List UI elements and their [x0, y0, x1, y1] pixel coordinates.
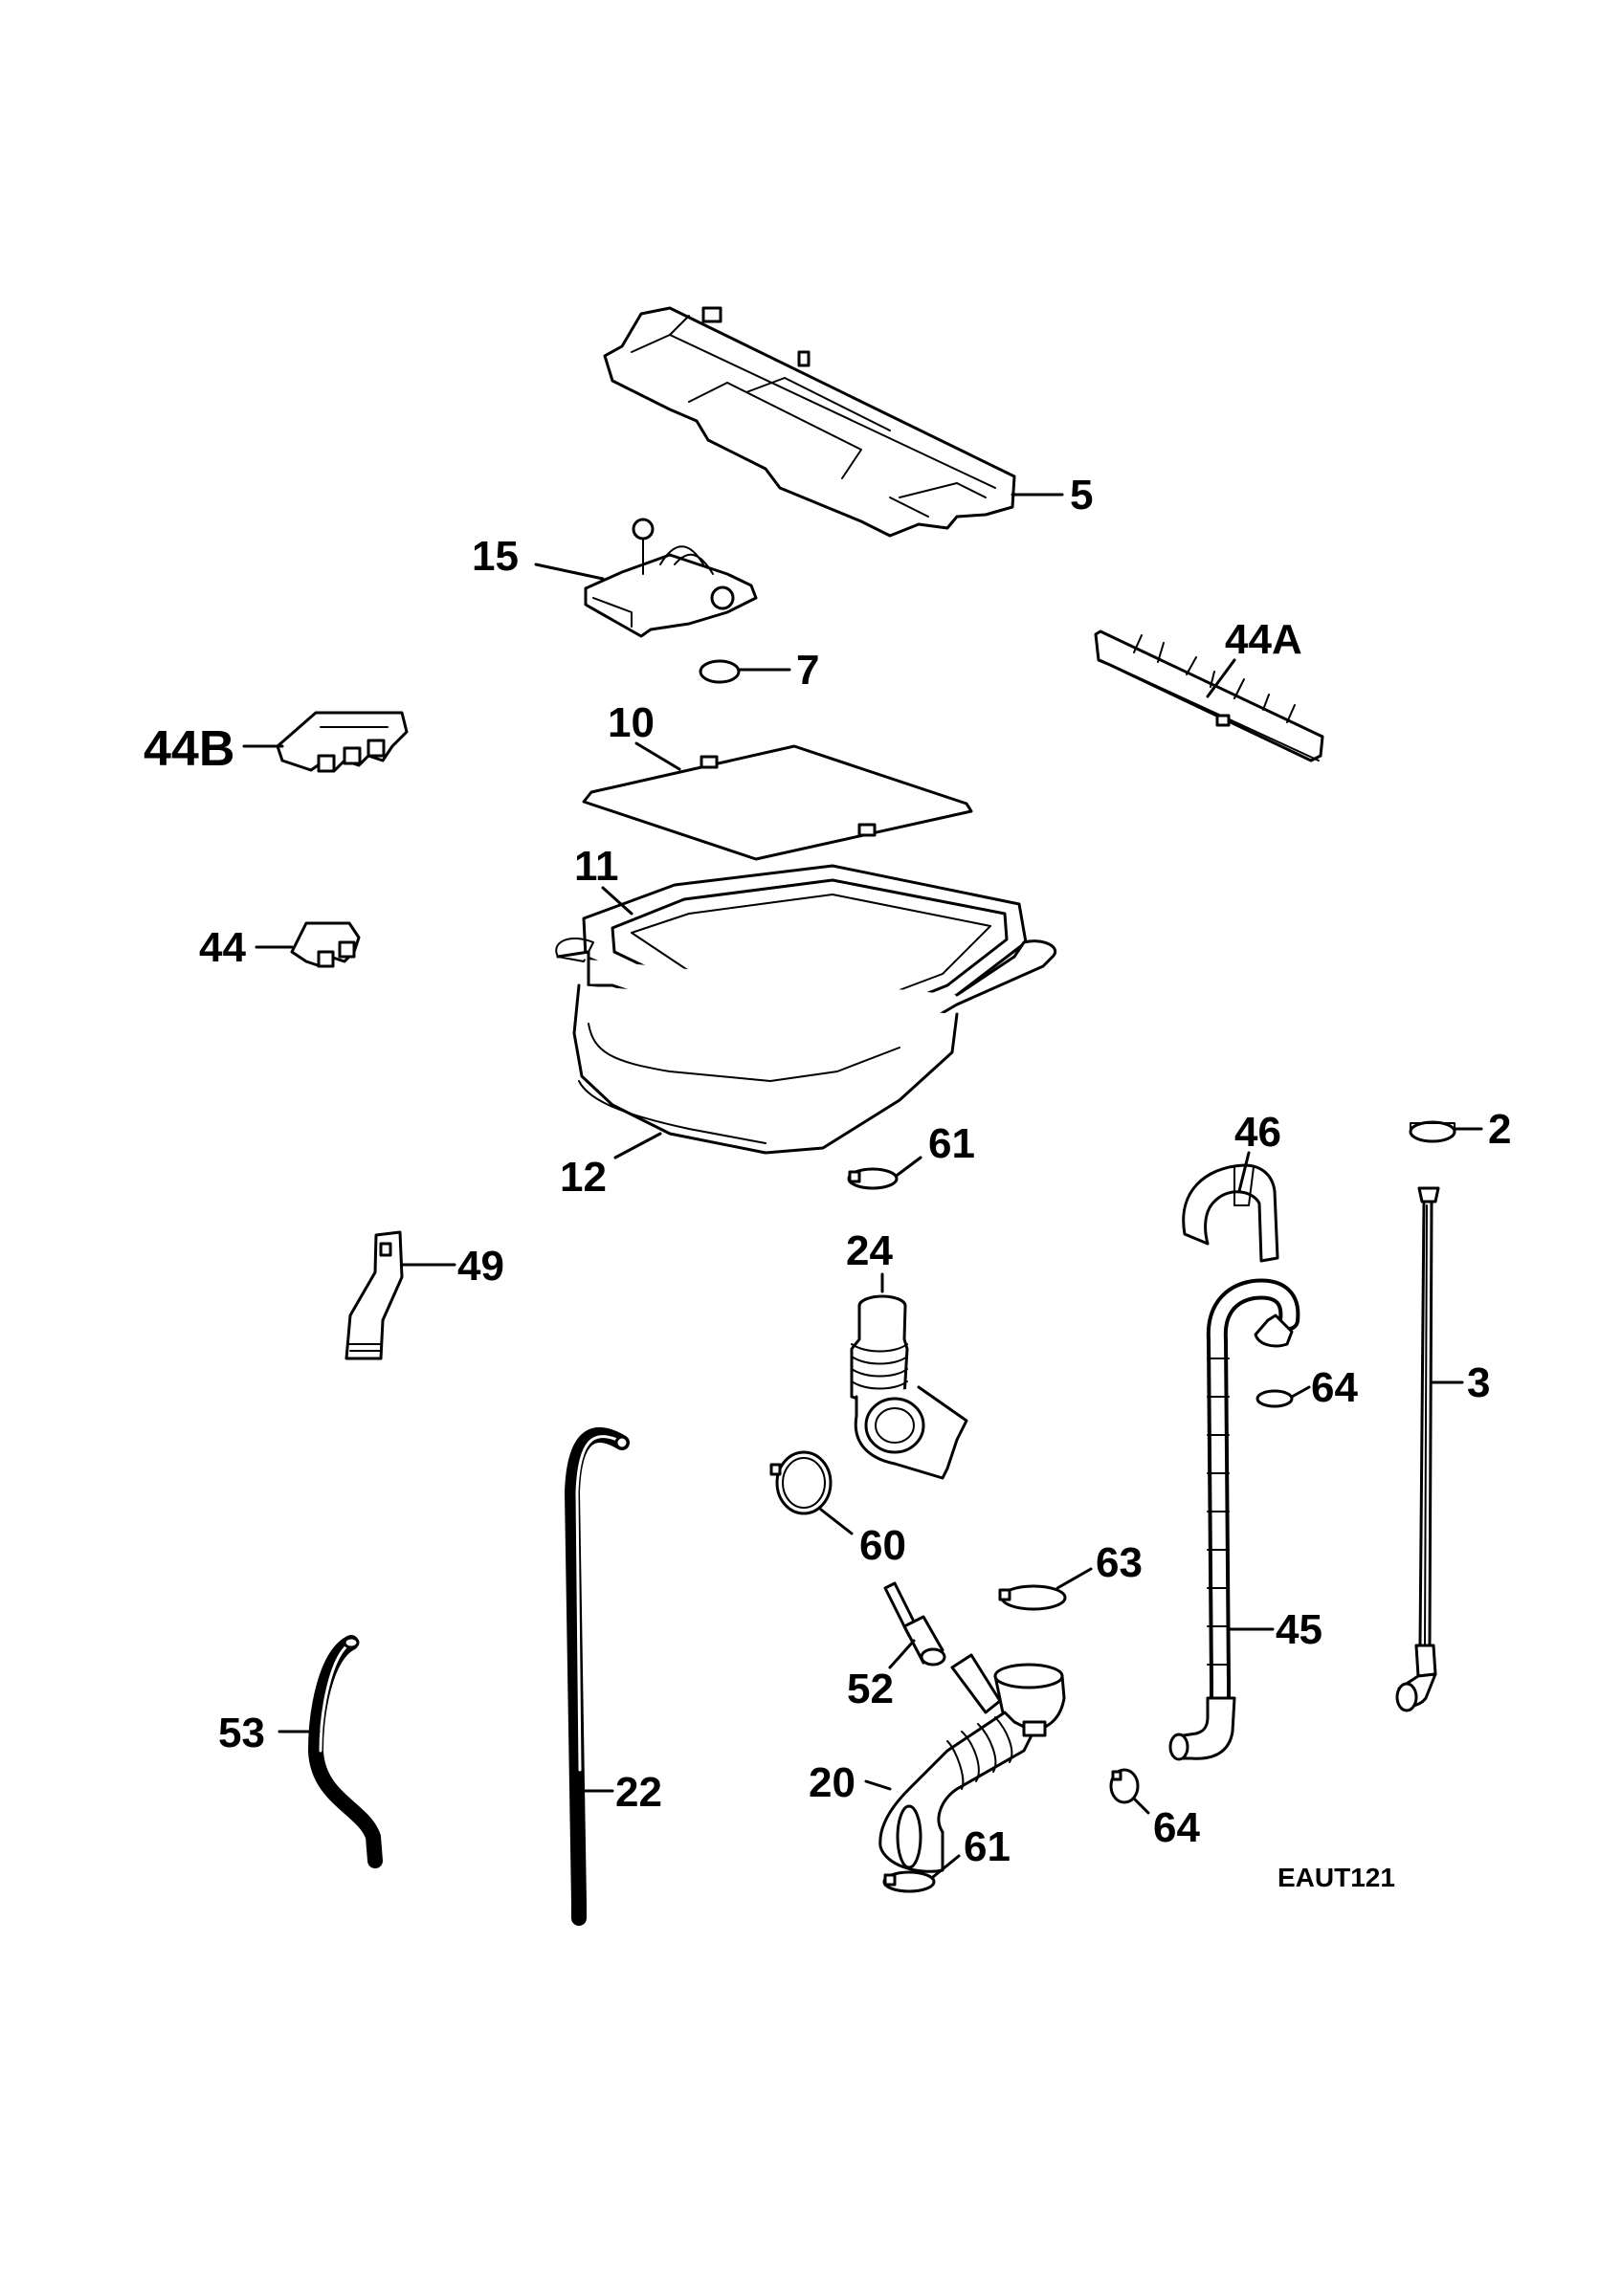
callout-44b: 44B	[144, 721, 234, 777]
callout-49: 49	[457, 1243, 504, 1290]
callout-3: 3	[1467, 1359, 1490, 1406]
leader-10	[634, 741, 681, 771]
part-52-vent-plug	[883, 1581, 946, 1667]
part-45-drain-hose	[1168, 1278, 1300, 1761]
part-61-hose-clamp-bottom	[882, 1870, 936, 1893]
callout-44a: 44A	[1225, 616, 1302, 663]
part-22-long-hose	[565, 1426, 630, 1926]
leader-44a	[1206, 658, 1236, 698]
part-7-o-ring	[699, 659, 741, 684]
callout-20: 20	[809, 1759, 855, 1806]
callout-46: 46	[1234, 1109, 1281, 1156]
leader-60	[819, 1508, 854, 1535]
callout-2: 2	[1488, 1106, 1511, 1153]
callout-7: 7	[796, 647, 819, 694]
leader-61a	[896, 1156, 922, 1177]
part-20-drain-hose-assembly	[878, 1653, 1066, 1873]
part-15-valve-manifold	[584, 518, 758, 638]
part-5-dispenser-housing	[603, 306, 1016, 538]
callout-11: 11	[574, 843, 619, 890]
part-53-short-hose	[308, 1635, 383, 1868]
drawing-code: EAUT121	[1278, 1863, 1395, 1892]
callout-63: 63	[1096, 1539, 1143, 1586]
leader-46	[1237, 1151, 1251, 1193]
callout-24: 24	[846, 1227, 893, 1274]
leader-11	[601, 886, 633, 916]
callout-61b: 61	[964, 1823, 1011, 1870]
callout-22: 22	[615, 1769, 662, 1816]
callout-64a: 64	[1311, 1364, 1358, 1411]
leader-64b	[1132, 1797, 1150, 1815]
leader-15	[534, 563, 605, 581]
callout-45: 45	[1276, 1606, 1322, 1653]
part-60-large-clamp	[769, 1450, 833, 1515]
leader-61b	[931, 1854, 961, 1879]
leader-12	[613, 1132, 662, 1159]
callout-53: 53	[218, 1710, 265, 1756]
callout-61a: 61	[928, 1120, 975, 1167]
callout-10: 10	[608, 699, 655, 746]
part-44-single-clip	[290, 921, 361, 968]
leader-64a	[1290, 1385, 1311, 1399]
callout-12: 12	[560, 1154, 607, 1201]
part-64-clamp-upper	[1255, 1389, 1294, 1408]
part-61-hose-clamp-top	[847, 1167, 899, 1190]
part-3-inlet-hose	[1395, 1186, 1440, 1712]
part-44b-multi-clip	[276, 711, 409, 773]
callout-60: 60	[859, 1522, 906, 1569]
leader-63	[1055, 1567, 1093, 1590]
part-2-cap	[1409, 1120, 1456, 1143]
part-24-sump-hose	[850, 1294, 968, 1480]
callout-15: 15	[472, 533, 519, 580]
part-49-bracket	[344, 1230, 404, 1360]
leader-20	[864, 1779, 892, 1791]
callout-64b: 64	[1153, 1804, 1200, 1851]
part-63-clamp	[998, 1584, 1067, 1611]
leader-52	[888, 1639, 916, 1669]
part-10-gasket-sheet	[582, 744, 973, 861]
callout-44: 44	[199, 924, 246, 971]
part-64-clamp-lower	[1109, 1768, 1140, 1804]
part-12-bellow-tray	[555, 938, 1056, 1155]
callout-52: 52	[847, 1666, 894, 1712]
callout-5: 5	[1070, 472, 1093, 519]
part-46-hose-hook	[1182, 1163, 1279, 1263]
